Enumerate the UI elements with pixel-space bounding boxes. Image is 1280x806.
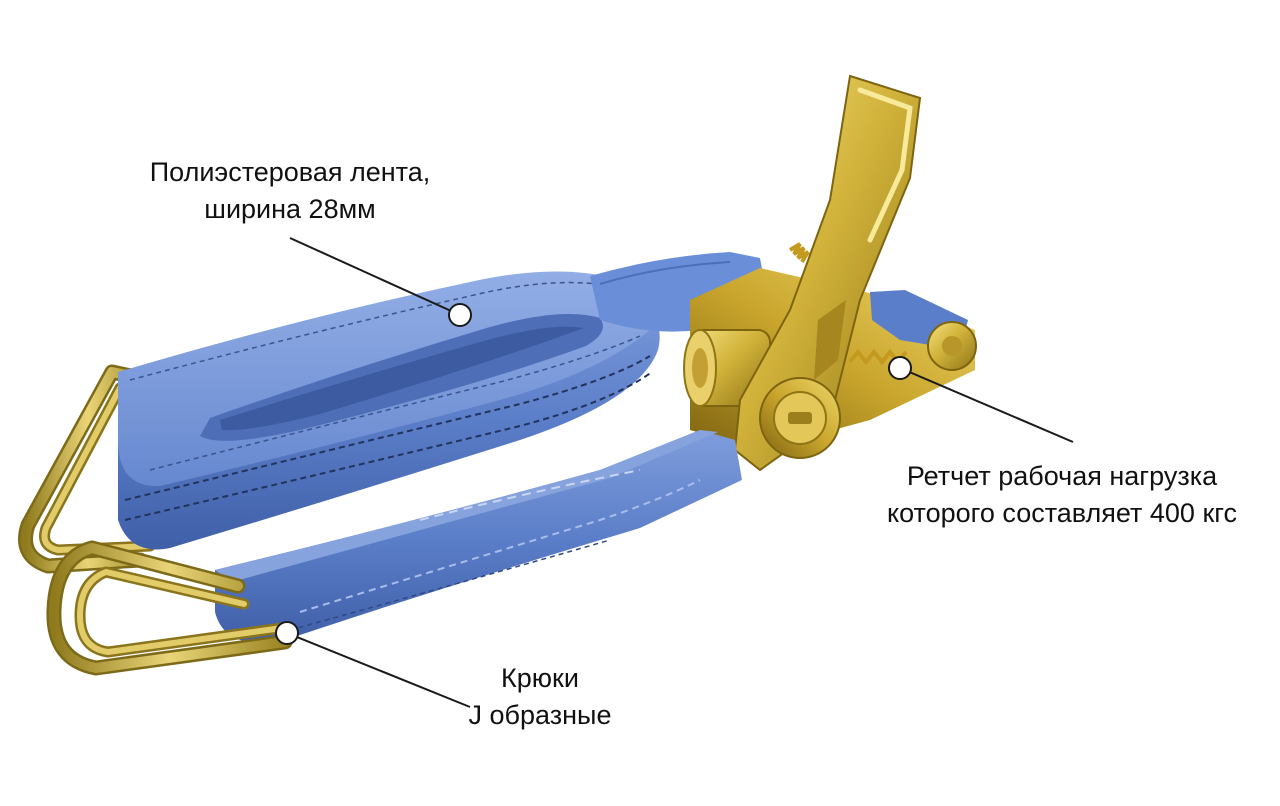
callout-j-hooks: Крюки J образные — [440, 660, 640, 734]
leader-ratchet — [888, 356, 1074, 443]
callout-tape-line2: ширина 28мм — [204, 194, 376, 224]
callout-ratchet: Ретчет рабочая нагрузка которого составл… — [842, 458, 1280, 532]
marker-ratchet-dot — [888, 356, 912, 380]
callout-ratchet-line1: Ретчет рабочая нагрузка — [906, 461, 1218, 491]
coiled-polyester-strap — [118, 271, 660, 550]
j-hook-back — [18, 364, 162, 574]
callout-hooks-line1: Крюки — [501, 663, 579, 693]
leader-tape — [289, 237, 472, 327]
callout-polyester-tape: Полиэстеровая лента, ширина 28мм — [130, 154, 450, 228]
marker-tape-dot — [448, 303, 472, 327]
j-hook-front — [46, 540, 293, 676]
callout-tape-line1: Полиэстеровая лента, — [149, 157, 431, 187]
marker-hooks-dot — [275, 621, 299, 645]
callout-hooks-line2: J образные — [468, 700, 612, 730]
ratchet-buckle — [683, 74, 977, 472]
short-end-strap — [215, 430, 742, 643]
leader-hooks — [275, 621, 471, 708]
callout-ratchet-line2: которого составляет 400 кгс — [886, 498, 1238, 528]
